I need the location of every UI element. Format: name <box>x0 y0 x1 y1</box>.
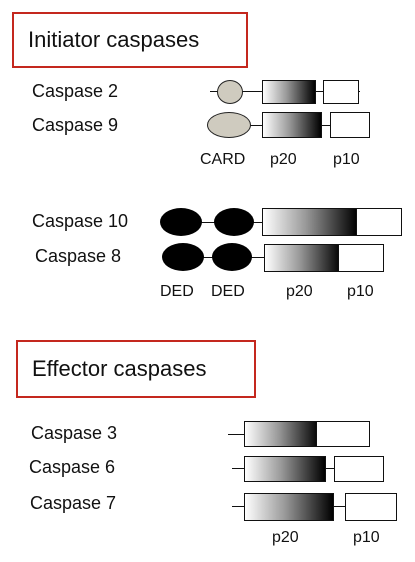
caspase-9-card-domain <box>207 112 251 138</box>
caspase-3-p20-domain <box>244 421 320 447</box>
caspase-7-label: Caspase 7 <box>30 493 117 513</box>
p20-domain-label-middle: p20 <box>286 283 313 300</box>
caspase-10-p20-domain <box>262 208 358 236</box>
caspase-10-ded-2 <box>214 208 254 236</box>
effector-caspases-title: Effector caspases <box>32 356 207 381</box>
ded-domain-label-1: DED <box>160 283 194 300</box>
caspase-3-label: Caspase 3 <box>31 423 118 443</box>
p10-domain-label-top: p10 <box>333 151 360 168</box>
initiator-caspases-title: Initiator caspases <box>28 27 200 52</box>
caspase-7-p20-domain <box>244 493 334 521</box>
p20-domain-label-top: p20 <box>270 151 297 168</box>
caspase-6-p10-domain <box>334 456 384 482</box>
caspase-2-card-domain <box>217 80 243 104</box>
caspase-9-label: Caspase 9 <box>32 115 119 135</box>
caspase-8-p10-domain <box>338 244 384 272</box>
caspase-6-p20-domain <box>244 456 326 482</box>
caspase-10-ded-1 <box>160 208 202 236</box>
caspase-2-p20-domain <box>262 80 316 104</box>
caspase-8-label: Caspase 8 <box>35 246 122 266</box>
caspase-8-ded-2 <box>212 243 252 271</box>
p20-domain-label-bottom: p20 <box>272 529 299 546</box>
caspase-2-label: Caspase 2 <box>32 81 119 101</box>
initiator-caspases-header: Initiator caspases <box>12 12 248 68</box>
caspase-10-p10-domain <box>356 208 402 236</box>
effector-caspases-header: Effector caspases <box>16 340 256 398</box>
ded-domain-label-2: DED <box>211 283 245 300</box>
caspase-8-ded-1 <box>162 243 204 271</box>
caspase-7-p10-domain <box>345 493 397 521</box>
caspase-2-p10-domain <box>323 80 359 104</box>
caspase-8-p20-domain <box>264 244 342 272</box>
p10-domain-label-bottom: p10 <box>353 529 380 546</box>
caspase-9-p10-domain <box>330 112 370 138</box>
caspase-3-p10-domain <box>316 421 370 447</box>
caspase-3-linker <box>228 434 258 435</box>
caspase-10-label: Caspase 10 <box>32 211 129 231</box>
caspase-9-p20-domain <box>262 112 322 138</box>
card-domain-label: CARD <box>200 151 246 168</box>
caspase-6-label: Caspase 6 <box>29 457 116 477</box>
p10-domain-label-middle: p10 <box>347 283 374 300</box>
